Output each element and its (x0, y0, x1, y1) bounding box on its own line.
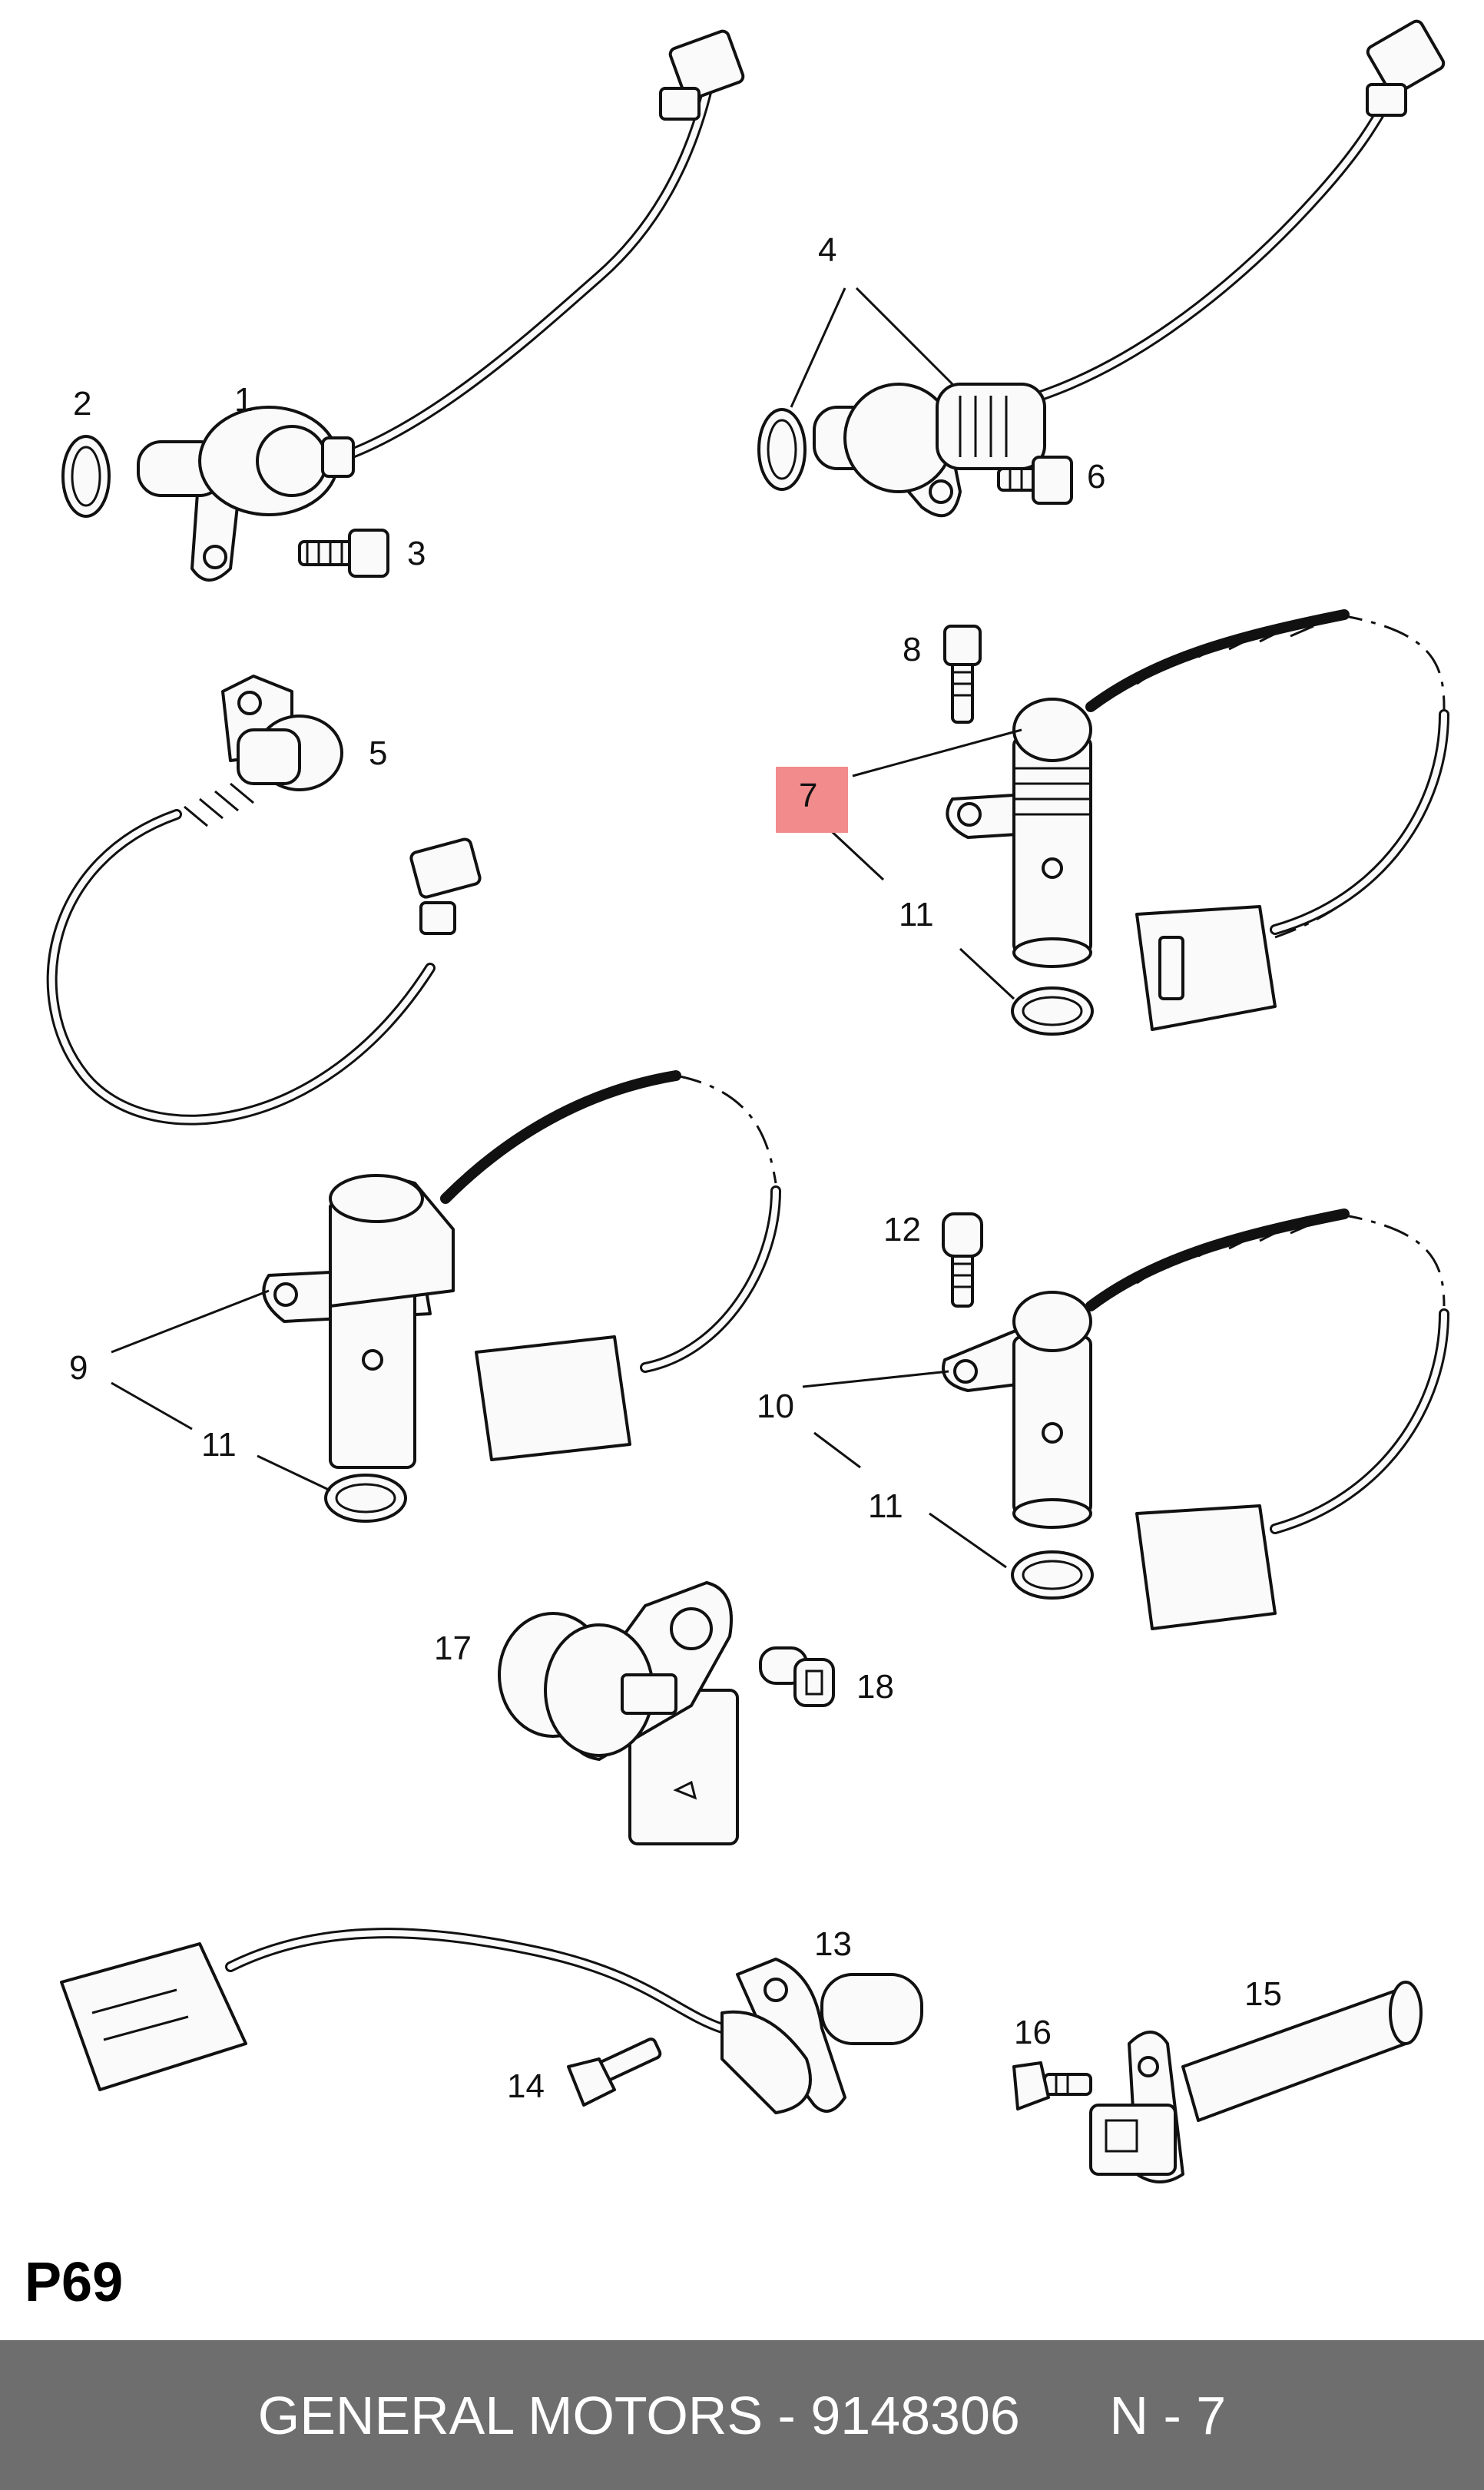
callout-14: 14 (507, 2067, 545, 2105)
callout-9: 9 (69, 1349, 88, 1387)
o-ring-part-4[interactable] (757, 408, 807, 491)
callout-6: 6 (1087, 458, 1105, 496)
sensor-part-9[interactable] (262, 1070, 781, 1469)
sensor-part-5[interactable] (46, 675, 482, 1126)
sensor-part-13[interactable] (60, 1928, 923, 2114)
footer-brand: GENERAL MOTORS (257, 2385, 764, 2445)
footer-caption: GENERAL MOTORS - 9148306 N - 7 (258, 2385, 1226, 2446)
footer-part-number: 9148306 (810, 2385, 1020, 2445)
bolt-part-8[interactable] (943, 625, 982, 724)
sensor-part-10[interactable] (942, 1209, 1449, 1630)
o-ring-part-11-a[interactable] (1011, 986, 1094, 1036)
callout-1: 1 (234, 381, 253, 419)
callout-18: 18 (856, 1668, 894, 1706)
sensor-part-15[interactable] (1089, 1981, 1423, 2183)
callout-3: 3 (407, 535, 426, 572)
callout-13: 13 (814, 1925, 852, 1963)
bolt-part-6[interactable] (997, 456, 1073, 505)
callout-labels: 1 2 3 4 5 6 7 8 9 10 11 11 11 12 13 14 1… (69, 231, 1282, 2105)
footer-gap (1020, 2386, 1110, 2445)
o-ring-part-2[interactable] (61, 435, 111, 518)
callout-4: 4 (818, 231, 836, 269)
sensor-part-7[interactable] (946, 609, 1449, 1031)
highlight-callout-7 (776, 767, 848, 833)
callout-2: 2 (73, 385, 91, 423)
page-code: P69 (25, 2252, 124, 2313)
callout-16: 16 (1014, 2014, 1052, 2051)
callout-7: 7 (799, 777, 817, 814)
callout-17: 17 (434, 1630, 472, 1667)
bolt-part-3[interactable] (298, 529, 389, 578)
leader-lines (111, 287, 1022, 1569)
callout-12: 12 (883, 1211, 921, 1248)
sensor-part-17[interactable] (498, 1581, 739, 1845)
sensor-part-4[interactable] (813, 19, 1446, 518)
sensor-part-1[interactable] (137, 29, 745, 582)
callout-8: 8 (903, 631, 921, 668)
callout-11-c: 11 (868, 1487, 903, 1525)
parts-diagram: 1 2 3 4 5 6 7 8 9 10 11 11 11 12 13 14 1… (46, 19, 1449, 2183)
callout-11-b: 11 (201, 1426, 237, 1464)
callout-11-a: 11 (899, 896, 934, 933)
bolt-part-16[interactable] (1012, 2061, 1092, 2110)
o-ring-part-11-c[interactable] (1011, 1550, 1094, 1600)
footer-separator: - (763, 2385, 811, 2445)
bolt-part-14[interactable] (567, 2037, 662, 2107)
footer-bar: GENERAL MOTORS - 9148306 N - 7 (0, 2340, 1484, 2490)
o-ring-part-11-b[interactable] (324, 1474, 407, 1523)
bolt-part-18[interactable] (759, 1646, 835, 1707)
callout-15: 15 (1244, 1975, 1282, 2013)
callout-10: 10 (757, 1388, 794, 1425)
bolt-part-12[interactable] (942, 1212, 983, 1308)
footer-position: N - 7 (1109, 2385, 1227, 2445)
callout-5: 5 (369, 734, 387, 772)
